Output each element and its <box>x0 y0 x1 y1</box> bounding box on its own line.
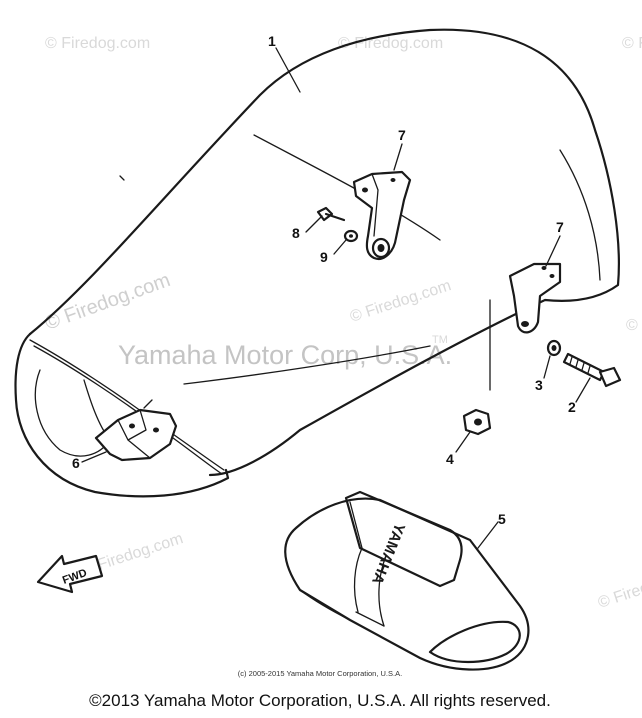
washer-9 <box>343 229 359 243</box>
callout-1: 1 <box>268 33 276 49</box>
callout-3: 3 <box>535 377 543 393</box>
callout-7-upper: 7 <box>398 127 406 143</box>
callout-9: 9 <box>320 249 328 265</box>
bracket-6 <box>94 399 178 462</box>
watermark-firedog-large: © Firedog.com <box>42 269 173 335</box>
copyright-notice: ©2013 Yamaha Motor Corporation, U.S.A. A… <box>89 691 551 710</box>
callout-6: 6 <box>72 455 80 471</box>
tool-pouch-5: YAMAHA <box>284 490 530 671</box>
nut-4 <box>462 408 492 436</box>
callouts: 1 7 8 9 7 3 2 4 6 5 <box>72 33 576 527</box>
watermark-firedog: © Firedog.com <box>626 317 642 334</box>
watermark-firedog: © Firedog.com <box>45 35 150 52</box>
callout-8: 8 <box>292 225 300 241</box>
seat-underside-recess <box>34 369 111 457</box>
bracket-7-upper <box>352 170 412 260</box>
watermark-firedog: © Firedog.com <box>348 277 453 326</box>
seat-rear-curve <box>559 149 601 281</box>
seat-rear-seam <box>183 345 431 385</box>
callout-2: 2 <box>568 399 576 415</box>
forward-arrow: FWD <box>36 554 104 594</box>
callout-5: 5 <box>498 511 506 527</box>
seat-assembly <box>14 28 620 498</box>
watermark-firedog: © Firedog.com <box>596 563 642 612</box>
bracket-7-rear <box>489 262 562 391</box>
fine-print: (c) 2005-2015 Yamaha Motor Corporation, … <box>238 669 402 678</box>
watermark-tm: TM <box>432 334 448 346</box>
seat-center-seam <box>253 134 441 241</box>
seat-outline <box>28 28 620 477</box>
bolt-2 <box>562 352 622 388</box>
watermark-owner: Yamaha Motor Corp, U.S.A. <box>118 340 452 370</box>
washer-3 <box>546 339 562 357</box>
seat-side-skirt <box>14 332 230 498</box>
seat-tick <box>119 175 125 181</box>
bolt-8 <box>316 206 346 222</box>
callout-4: 4 <box>446 451 454 467</box>
leader-lines <box>81 47 591 549</box>
callout-7-rear: 7 <box>556 219 564 235</box>
watermark-firedog: © Firedog.com <box>622 35 642 52</box>
